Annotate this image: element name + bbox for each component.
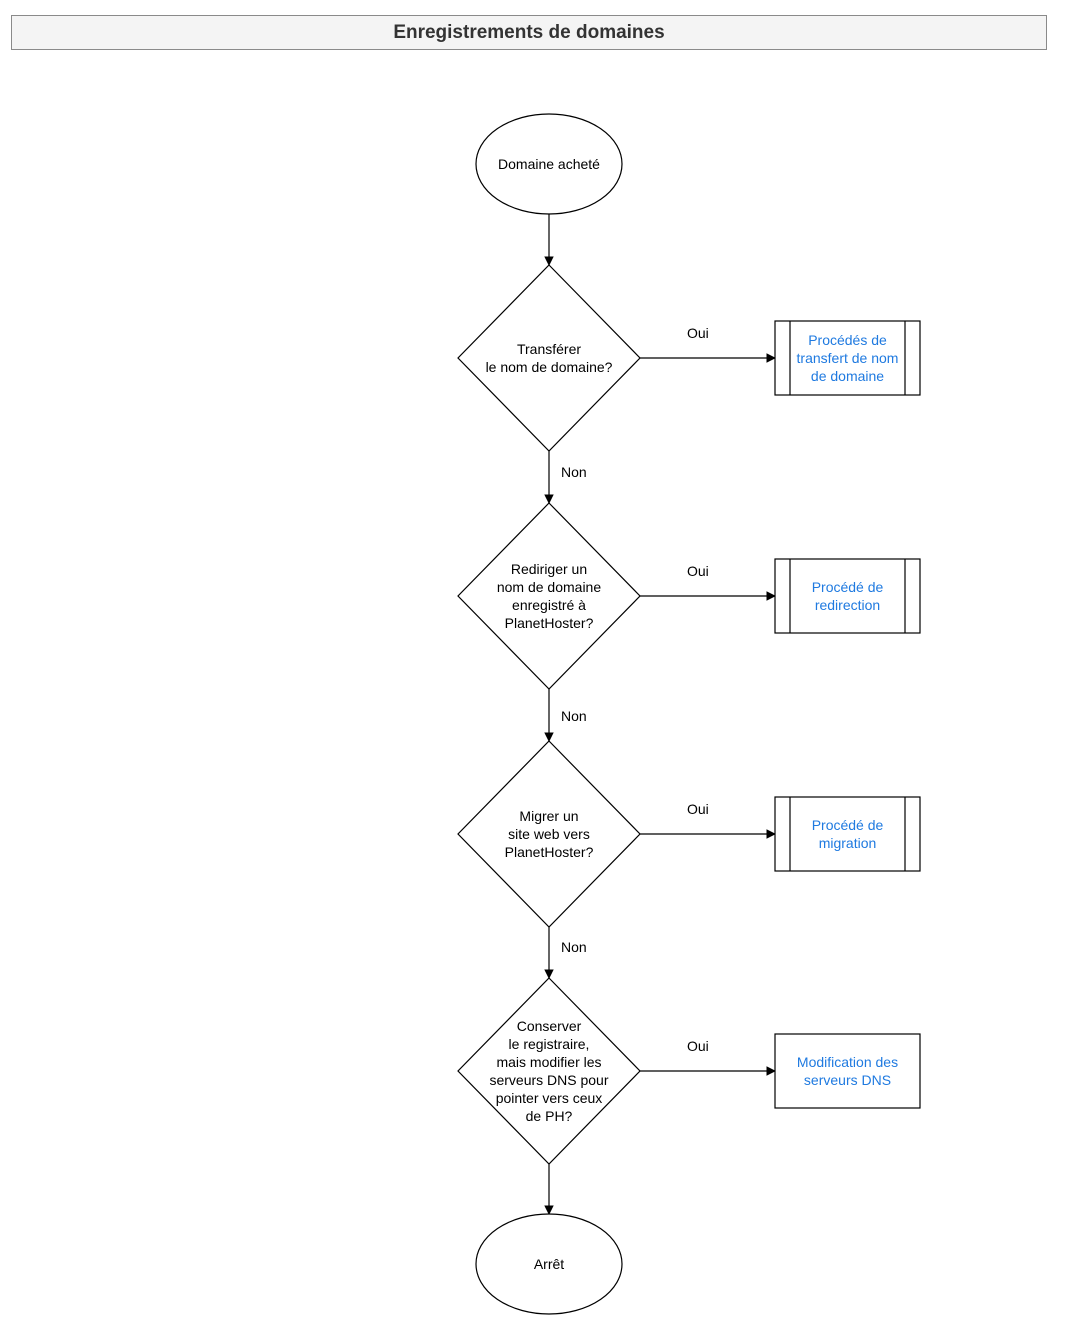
decision-diamond-1 — [457, 264, 641, 452]
process-label-1-line: de domaine — [811, 368, 884, 384]
start-node — [475, 113, 623, 215]
process-label-4-line: serveurs DNS — [804, 1072, 891, 1088]
end-node — [475, 1213, 623, 1315]
decision-label-4-line: Conserver — [517, 1018, 582, 1034]
process-label-4: Modification des serveurs DNS — [797, 1054, 898, 1088]
process-label-1-line: Procédés de — [808, 332, 887, 348]
process-box-1[interactable] — [774, 320, 921, 396]
edge-label-yes-1: Oui — [687, 325, 709, 341]
process-label-1: Procédés de transfert de nom de domaine — [797, 332, 899, 384]
process-box-3[interactable] — [774, 796, 921, 872]
decision-label-3-line: PlanetHoster? — [505, 844, 594, 860]
decision-label-1-line: Transférer — [517, 341, 581, 357]
decision-label-4: Conserver le registraire, mais modifier le… — [489, 1018, 608, 1124]
process-label-3: Procédé de migration — [812, 817, 884, 851]
edge-label-yes-2: Oui — [687, 563, 709, 579]
decision-label-4-line: de PH? — [526, 1108, 573, 1124]
process-label-4-line: Modification des — [797, 1054, 898, 1070]
decision-label-1-line: le nom de domaine? — [486, 359, 613, 375]
process-label-3-line: Procédé de — [812, 817, 884, 833]
process-box-2[interactable] — [774, 558, 921, 634]
decision-label-3-line: Migrer un — [519, 808, 578, 824]
process-label-2-line: redirection — [815, 597, 880, 613]
decision-label-2-line: enregistré à — [512, 597, 586, 613]
decision-diamond-2 — [457, 502, 641, 690]
decision-label-4-line: serveurs DNS pour — [489, 1072, 608, 1088]
diagram-title: Enregistrements de domaines — [11, 15, 1047, 50]
decision-label-1: Transférer le nom de domaine? — [486, 341, 613, 375]
process-label-1-line: transfert de nom — [797, 350, 899, 366]
process-box-4[interactable] — [774, 1033, 921, 1109]
decision-label-2-line: PlanetHoster? — [505, 615, 594, 631]
edge-label-yes-4: Oui — [687, 1038, 709, 1054]
edge-label-no-2: Non — [561, 708, 587, 724]
edge-label-yes-3: Oui — [687, 801, 709, 817]
edge-label-no-3: Non — [561, 939, 587, 955]
decision-label-2-line: nom de domaine — [497, 579, 602, 595]
start-node-label: Domaine acheté — [498, 156, 600, 172]
process-label-3-line: migration — [819, 835, 877, 851]
decision-label-3-line: site web vers — [508, 826, 590, 842]
decision-diamond-3 — [457, 740, 641, 928]
decision-label-2: Rediriger un nom de domaine enregistré à Pl… — [497, 561, 602, 631]
decision-label-2-line: Rediriger un — [511, 561, 587, 577]
edge-label-no-1: Non — [561, 464, 587, 480]
decision-label-4-line: pointer vers ceux — [496, 1090, 603, 1106]
decision-label-4-line: le registraire, — [509, 1036, 590, 1052]
decision-label-4-line: mais modifier les — [496, 1054, 601, 1070]
process-label-2: Procédé de redirection — [812, 579, 884, 613]
decision-diamond-4 — [457, 977, 641, 1165]
end-node-label: Arrêt — [534, 1256, 564, 1272]
process-label-2-line: Procédé de — [812, 579, 884, 595]
